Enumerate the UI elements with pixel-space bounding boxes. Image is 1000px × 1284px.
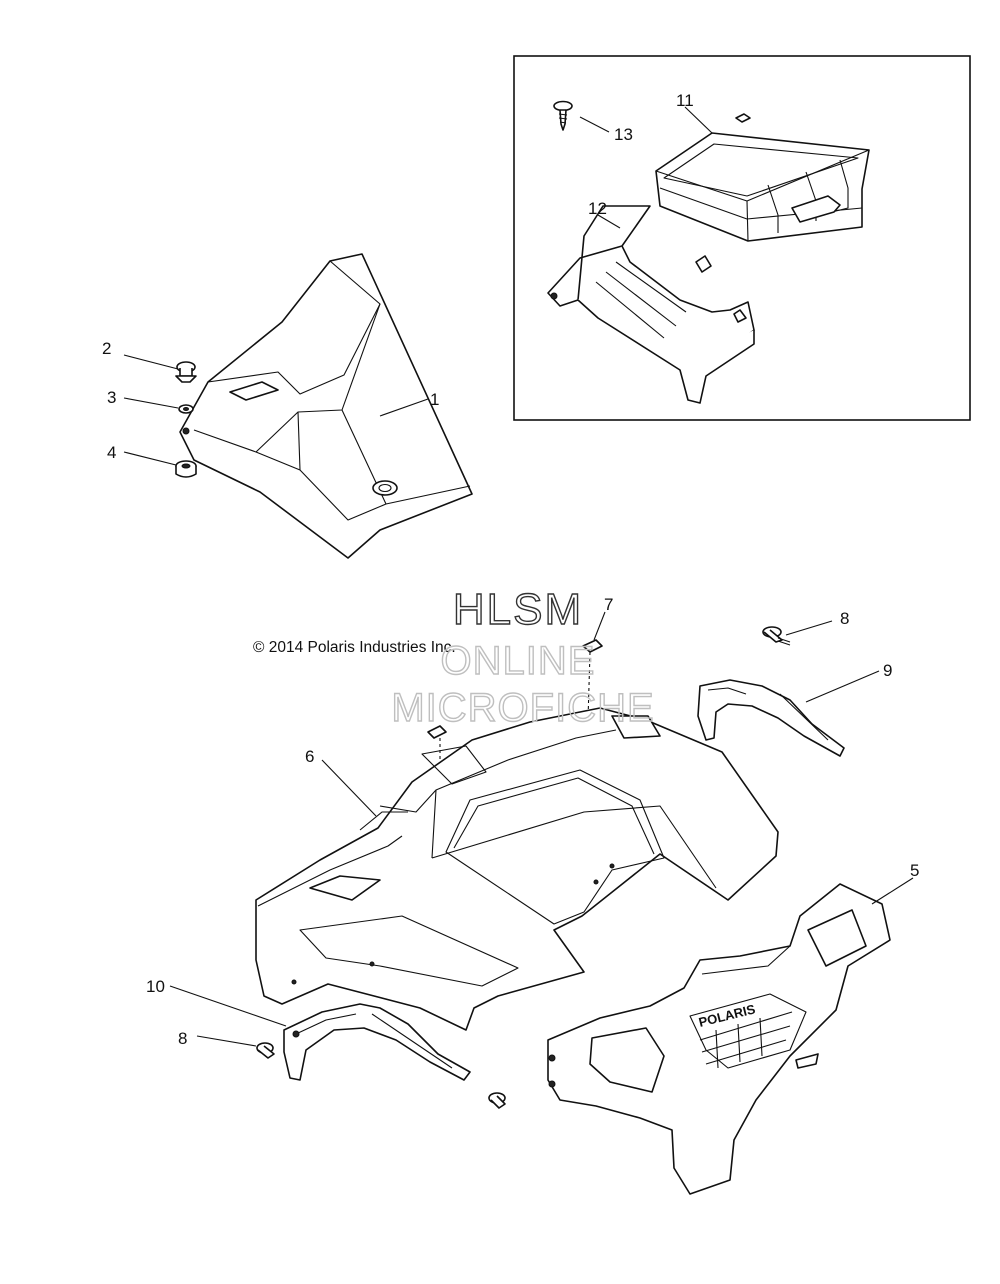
storage-box-11[interactable] [655, 113, 870, 242]
callout-13: 13 [614, 125, 633, 144]
watermark-line-1: HLSM [453, 585, 583, 634]
callout-12: 12 [588, 199, 607, 218]
main-hood-body-6[interactable] [255, 707, 779, 1031]
washer-3[interactable] [178, 404, 194, 414]
callout-4: 4 [107, 443, 116, 462]
callout-8-top: 8 [840, 609, 849, 628]
callout-9: 9 [883, 661, 892, 680]
callout-8-bottom: 8 [178, 1029, 187, 1048]
callout-7: 7 [604, 595, 613, 614]
retainer-clip-7[interactable] [427, 639, 603, 739]
callout-5: 5 [910, 861, 919, 880]
grommet-4[interactable] [175, 460, 197, 478]
watermark-line-3: MICROFICHE [391, 686, 654, 730]
kit-inset-frame [513, 55, 971, 421]
callout-labels: 2 3 4 1 13 11 12 6 7 8 9 5 10 8 [102, 91, 919, 1048]
watermark: HLSM ONLINE MICROFICHE [391, 584, 655, 730]
watermark-line-2: ONLINE [441, 639, 596, 683]
callout-10: 10 [146, 977, 165, 996]
callout-6: 6 [305, 747, 314, 766]
leader-lines [123, 106, 914, 1047]
left-fender-flare-10[interactable] [283, 1003, 471, 1081]
box-bracket-12[interactable] [547, 205, 755, 404]
hood-1[interactable] [179, 253, 473, 559]
push-rivet-2[interactable] [175, 361, 197, 383]
callout-3: 3 [107, 388, 116, 407]
right-fender-flare-9[interactable] [697, 679, 845, 757]
push-rivet-8a[interactable] [762, 626, 791, 646]
clip-dashed-guide [439, 651, 591, 760]
copyright-notice: © 2014 Polaris Industries Inc. [253, 639, 456, 656]
front-fascia-5[interactable]: POLARIS [547, 883, 891, 1195]
callout-1: 1 [430, 390, 439, 409]
callout-2: 2 [102, 339, 111, 358]
push-rivet-8c[interactable] [488, 1092, 506, 1109]
callout-11: 11 [676, 91, 694, 110]
push-rivet-8b[interactable] [256, 1042, 275, 1059]
screw-13[interactable] [553, 100, 573, 131]
